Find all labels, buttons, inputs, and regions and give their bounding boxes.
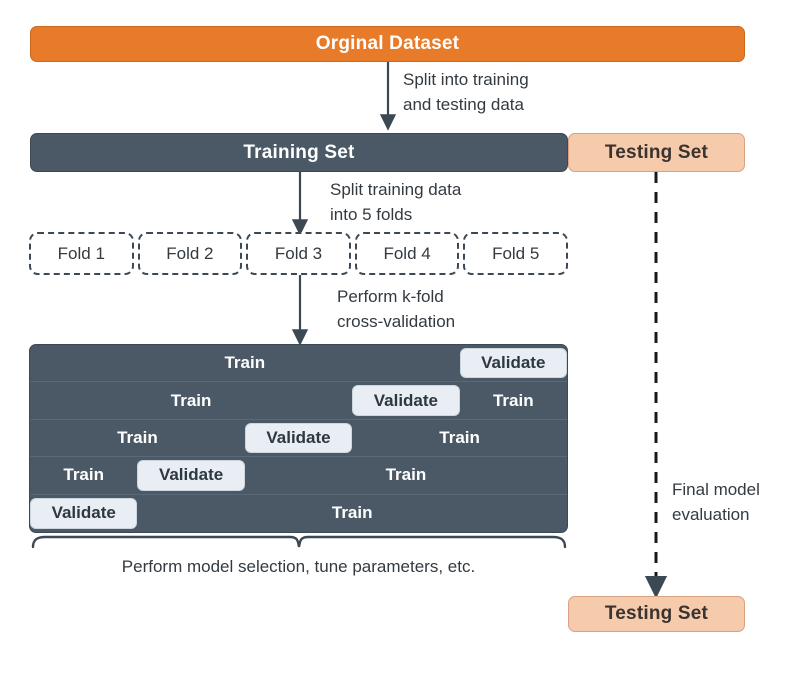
training-set-bar[interactable]: Training Set: [30, 133, 568, 172]
testing-set-bar-top[interactable]: Testing Set: [568, 133, 745, 172]
final-evaluation-label: Final model evaluation: [672, 480, 760, 524]
validate-segment: Validate: [30, 497, 138, 529]
split-train-test-label: Split into training and testing data: [403, 70, 529, 114]
cross-validation-label: Perform k-fold cross-validation: [337, 287, 456, 331]
split-folds-label: Split training data into 5 folds: [330, 180, 462, 224]
testing-set-top-label: Testing Set: [604, 141, 709, 163]
testing-set-bar-bottom[interactable]: Testing Set: [568, 596, 745, 632]
cv-row: Train Validate Train: [30, 382, 567, 420]
fold-box-1[interactable]: Fold 1: [29, 232, 134, 275]
brace-model-selection: [31, 535, 567, 549]
fold-label: Fold 4: [383, 243, 431, 263]
original-dataset-bar[interactable]: Orginal Dataset: [30, 26, 745, 62]
validate-segment: Validate: [352, 385, 460, 416]
cv-row: Validate Train: [30, 495, 567, 532]
validate-segment: Validate: [459, 348, 567, 379]
train-segment: Train: [117, 427, 158, 447]
brace-caption: Perform model selection, tune parameters…: [121, 557, 476, 576]
cv-row: Train Validate Train: [30, 420, 567, 458]
training-set-label: Training Set: [243, 141, 355, 163]
train-segment: Train: [170, 390, 212, 410]
fold-box-2[interactable]: Fold 2: [137, 232, 243, 275]
fold-box-4[interactable]: Fold 4: [354, 232, 460, 275]
fold-box-3[interactable]: Fold 3: [246, 232, 351, 275]
train-segment: Train: [224, 353, 266, 373]
cv-row: Train Validate Train: [30, 457, 567, 495]
folds-row: Fold 1 Fold 2 Fold 3 Fold 4 Fold 5: [29, 232, 568, 275]
train-segment: Train: [331, 503, 373, 523]
train-segment: Train: [492, 390, 534, 410]
fold-label: Fold 5: [492, 243, 540, 263]
fold-box-5[interactable]: Fold 5: [463, 232, 568, 275]
validate-segment: Validate: [244, 422, 353, 454]
train-segment: Train: [439, 427, 480, 447]
testing-set-bottom-label: Testing Set: [604, 603, 709, 624]
train-segment: Train: [385, 465, 427, 485]
validate-segment: Validate: [137, 460, 245, 491]
fold-label: Fold 3: [274, 243, 323, 263]
original-dataset-label: Orginal Dataset: [315, 33, 460, 54]
fold-label: Fold 2: [166, 243, 214, 263]
cv-row: Train Validate: [30, 345, 567, 383]
train-segment: Train: [63, 465, 104, 485]
fold-label: Fold 1: [57, 243, 105, 263]
